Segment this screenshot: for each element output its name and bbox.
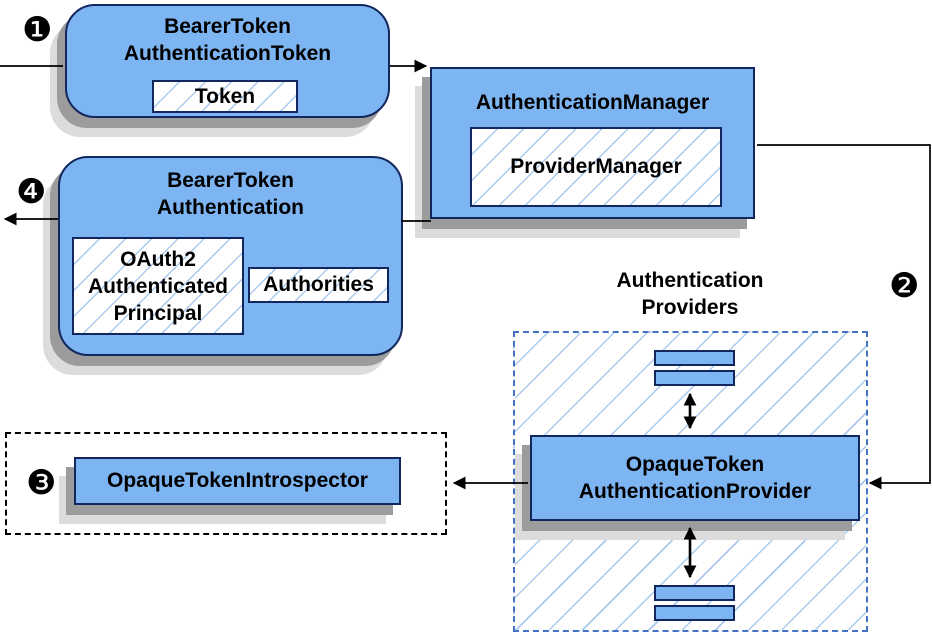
token-inner-box: Token xyxy=(152,80,298,113)
principal-label-line: OAuth2 xyxy=(120,247,196,271)
provider-manager-inner-box: ProviderManager xyxy=(470,127,722,207)
generic-provider-bar xyxy=(654,585,735,601)
node-title-line: AuthenticationProvider xyxy=(578,480,812,503)
authentication-providers-label: Authentication Providers xyxy=(560,267,820,321)
node-title-line: BearerToken xyxy=(167,169,294,192)
bearer-token-authentication-node: BearerToken Authentication OAuth2 Authen… xyxy=(58,156,403,356)
authentication-manager-node: AuthenticationManager ProviderManager xyxy=(430,67,755,219)
providers-label-line: Authentication xyxy=(616,269,764,292)
introspector-label: OpaqueTokenIntrospector xyxy=(107,469,368,492)
node-title-line: AuthenticationToken xyxy=(123,42,332,65)
step-1-badge: ❶ xyxy=(22,10,53,50)
node-title-line: AuthenticationManager xyxy=(475,91,710,114)
opaque-token-authentication-provider-node: OpaqueToken AuthenticationProvider xyxy=(530,435,860,521)
providers-label-line: Providers xyxy=(641,296,739,319)
bearer-token-authentication-token-node: BearerToken AuthenticationToken Token xyxy=(65,4,390,118)
node-title-line: BearerToken xyxy=(164,15,291,38)
generic-provider-bar xyxy=(654,370,735,386)
principal-label-line: Authenticated xyxy=(87,274,228,298)
provider-manager-label: ProviderManager xyxy=(510,155,682,178)
token-label: Token xyxy=(194,84,256,108)
step-3-badge: ❸ xyxy=(26,463,57,503)
principal-label-line: Principal xyxy=(113,301,203,325)
node-title-line: Authentication xyxy=(157,196,304,219)
introspector-group: ❸ OpaqueTokenIntrospector xyxy=(5,432,447,535)
generic-provider-bar xyxy=(654,350,735,366)
authorities-inner-box: Authorities xyxy=(248,267,389,303)
node-title-line: OpaqueToken xyxy=(625,453,765,476)
opaque-token-introspector-node: OpaqueTokenIntrospector xyxy=(74,457,401,505)
authentication-providers-area: OpaqueToken AuthenticationProvider xyxy=(513,331,868,632)
authorities-label: Authorities xyxy=(263,273,374,296)
step-2-badge: ❷ xyxy=(889,266,920,306)
generic-provider-bar xyxy=(654,605,735,621)
oauth2-authenticated-principal-inner-box: OAuth2 Authenticated Principal xyxy=(72,237,244,335)
step-4-badge: ❹ xyxy=(16,172,47,212)
